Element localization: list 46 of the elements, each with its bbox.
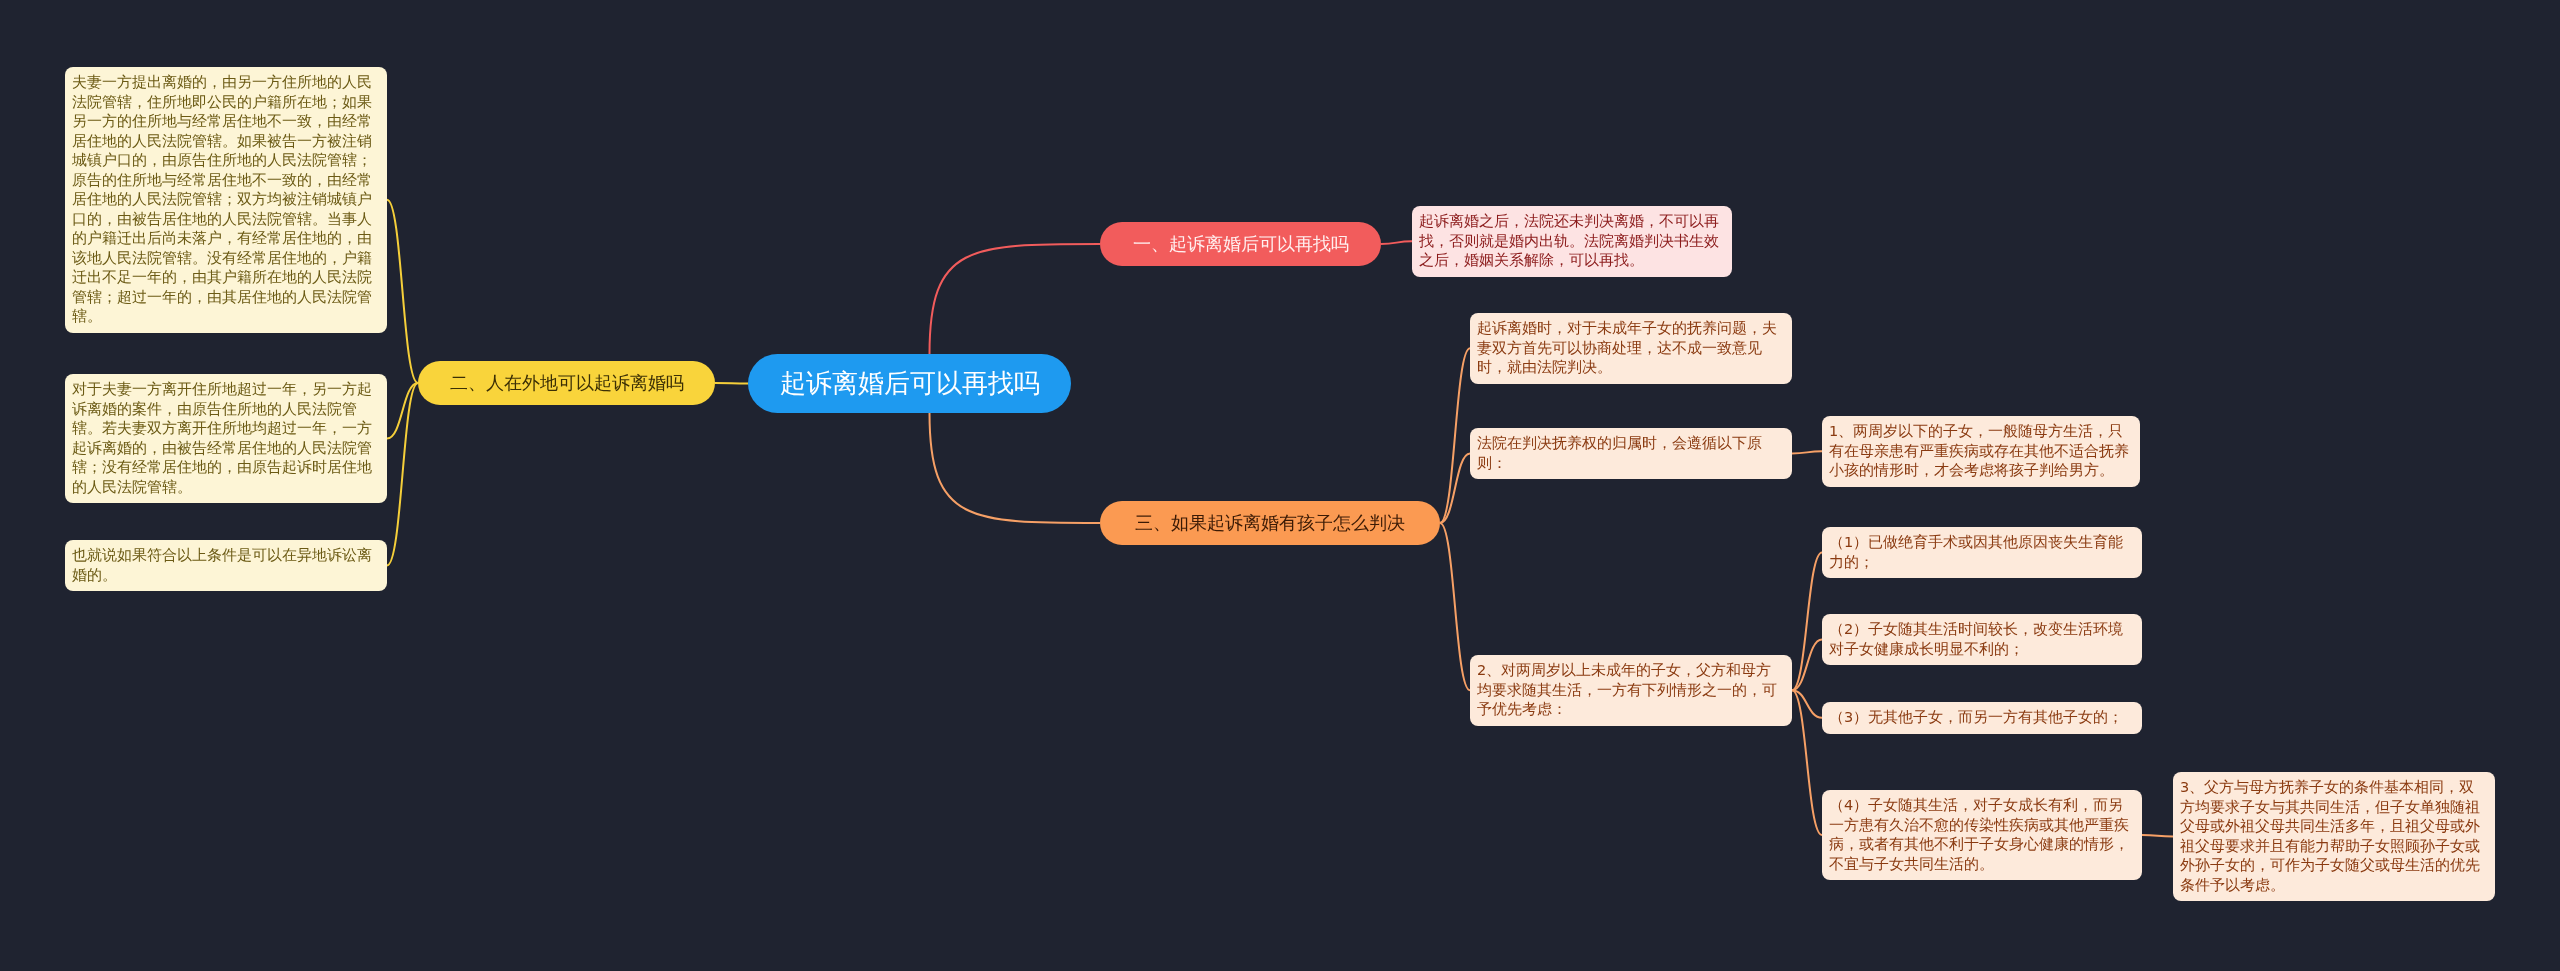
connector-line xyxy=(386,198,419,384)
note-text: 3、父方与母方抚养子女的条件基本相同，双方均要求子女与其共同生活，但子女单独随祖父母或外祖父母共同生活多年，且祖父母或外祖父母要求并且有能力帮助子女照顾孙子女或外孙子女的，可作为子女随父或母生活的优先条件予以考虑。 xyxy=(2180,778,2481,895)
connector-line xyxy=(928,243,1101,355)
topic-title: 起诉离婚后可以再找吗 xyxy=(779,367,1040,400)
note-card xyxy=(1470,313,1792,384)
note-card xyxy=(1470,428,1792,479)
note-card xyxy=(2173,772,2495,901)
note-text: （2）子女随其生活时间较长，改变生活环境对子女健康成长明显不利的； xyxy=(1829,620,2125,659)
note-card xyxy=(1412,206,1732,277)
connector-line xyxy=(1791,551,1823,692)
connector-line xyxy=(928,412,1101,524)
connector-line xyxy=(1791,689,1823,719)
note-text: 2、对两周岁以上未成年的子女，父方和母方均要求随其生活，一方有下列情形之一的，可予优先考虑： xyxy=(1477,661,1778,719)
branch-topic xyxy=(1100,222,1381,266)
note-text: （1）已做绝育手术或因其他原因丧失生育能力的； xyxy=(1829,533,2125,572)
note-text: 也就说如果符合以上条件是可以在异地诉讼离婚的。 xyxy=(72,546,373,585)
note-card xyxy=(1822,790,2142,880)
note-text: （4）子女随其生活，对子女成长有利，而另一方患有久治不愈的传染性疾病或其他严重疾病，或者有其他不利于子女身心健康的情形，不宜与子女共同生活的。 xyxy=(1829,796,2130,874)
connector-line xyxy=(1791,689,1823,836)
topic-label: 一、起诉离婚后可以再找吗 xyxy=(1132,232,1349,256)
note-card xyxy=(1470,655,1792,726)
connector-line xyxy=(386,382,419,567)
branch-topic xyxy=(418,361,715,405)
note-card xyxy=(1822,702,2142,734)
connector-line xyxy=(1791,450,1823,455)
note-text: 1、两周岁以下的子女，一般随母方生活，只有在母亲患有严重疾病或存在其他不适合抚养小孩的情形时，才会考虑将孩子判给男方。 xyxy=(1829,422,2130,480)
branch-topic xyxy=(1100,501,1440,545)
connector-line xyxy=(1439,522,1471,692)
note-text: 夫妻一方提出离婚的，由另一方住所地的人民法院管辖，住所地即公民的户籍所在地；如果另一方的住所地与经常居住地不一致，由经常居住地的人民法院管辖。如果被告一方被注销城镇户口的，由原告住所地的人民法院管辖；原告的住所地与经常居住地不一致的，由经常居住地的人民法院管辖；双方均被注销城镇户口的，由被告居住地的人民法院管辖。当事人的户籍迁出后尚未落户，有经常居住地的，由该地人民法院管辖。没有经常居住地的，户籍迁出不足一年的，由其户籍所在地的人民法院管辖；超过一年的，由其居住地的人民法院管辖。 xyxy=(72,73,373,326)
connector-line xyxy=(1439,452,1471,524)
connector-line xyxy=(1439,347,1471,524)
note-text: （3）无其他子女，而另一方有其他子女的； xyxy=(1829,708,2125,727)
note-card xyxy=(65,374,387,503)
note-card xyxy=(1822,527,2142,578)
note-card xyxy=(65,540,387,591)
connector-line xyxy=(714,382,749,385)
note-text: 对于夫妻一方离开住所地超过一年，另一方起诉离婚的案件，由原告住所地的人民法院管辖。若夫妻双方离开住所地均超过一年，一方起诉离婚的，由被告经常居住地的人民法院管辖；没有经常居住地的，由原告起诉时居住地的人民法院管辖。 xyxy=(72,380,373,497)
note-text: 起诉离婚时，对于未成年子女的抚养问题，夫妻双方首先可以协商处理，达不成一致意见时，就由法院判决。 xyxy=(1477,319,1778,377)
note-card xyxy=(1822,614,2142,665)
topic-label: 二、人在外地可以起诉离婚吗 xyxy=(449,371,684,395)
connector-line xyxy=(1380,240,1413,245)
note-card xyxy=(1822,416,2140,487)
connector-line xyxy=(2141,834,2174,838)
topic-label: 三、如果起诉离婚有孩子怎么判决 xyxy=(1135,511,1405,535)
note-text: 法院在判决抚养权的归属时，会遵循以下原则： xyxy=(1477,434,1763,473)
note-text: 起诉离婚之后，法院还未判决离婚，不可以再找，否则就是婚内出轨。法院离婚判决书生效之后，婚姻关系解除，可以再找。 xyxy=(1419,212,1720,270)
